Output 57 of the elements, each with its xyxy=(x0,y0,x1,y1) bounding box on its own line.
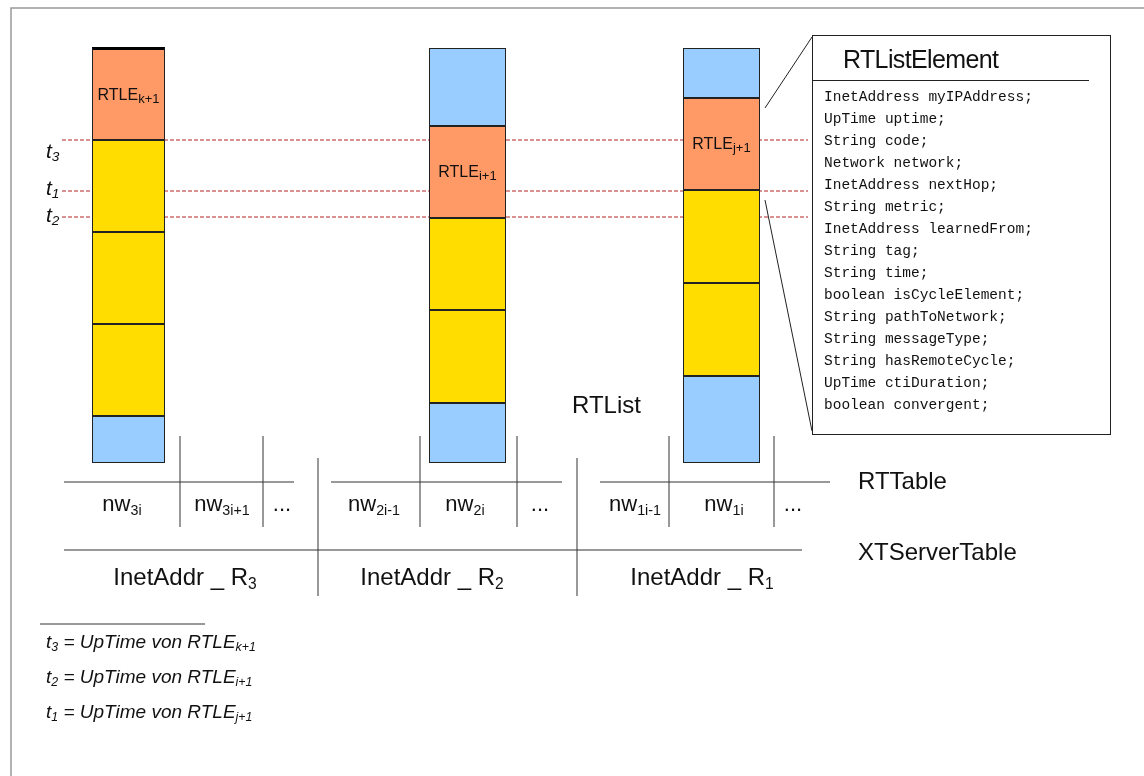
attribute-line: String tag; xyxy=(824,242,921,261)
table-cell-text: nw$_{2i-1}$ xyxy=(348,490,400,518)
table-cell-text: InetAddr _ R$_{1}$ xyxy=(630,562,774,592)
table-cell-text: nw$_{1i}$ xyxy=(704,490,744,518)
attribute-line: String metric; xyxy=(824,198,947,217)
attribute-line: String code; xyxy=(824,132,930,151)
table-cell-text: InetAddr _ R$_{3}$ xyxy=(113,562,257,592)
attribute-line: InetAddress learnedFrom; xyxy=(824,220,1033,239)
table-cell-text: nw$_{3i+1}$ xyxy=(194,490,250,518)
time-marker-label: t$_{3}$ xyxy=(46,138,60,165)
attribute-line: String time; xyxy=(824,264,930,283)
list-element-segment xyxy=(683,98,760,190)
list-element-segment xyxy=(429,310,506,403)
time-marker-label: t$_{1}$ xyxy=(46,175,60,202)
legend-note: t$_{1}$ = UpTime von RTLE$_{j+1}$ xyxy=(46,700,253,724)
attribute-line: String hasRemoteCycle; xyxy=(824,352,1017,371)
table-cell-text: ... xyxy=(783,490,803,518)
attribute-line: UpTime ctiDuration; xyxy=(824,374,991,393)
attribute-line: boolean isCycleElement; xyxy=(824,286,1026,305)
attribute-line: UpTime uptime; xyxy=(824,110,947,129)
segment-label: RTLE$_{k+1}$ xyxy=(97,84,160,107)
segment-label: RTLE$_{j+1}$ xyxy=(692,134,751,156)
list-element-segment xyxy=(683,48,760,98)
legend-note: t$_{3}$ = UpTime von RTLE$_{k+1}$ xyxy=(46,630,256,654)
list-element-segment xyxy=(429,403,506,463)
list-element-segment xyxy=(683,283,760,376)
list-element-segment xyxy=(92,140,165,232)
attribute-line: InetAddress nextHop; xyxy=(824,176,1000,195)
zoom-line xyxy=(764,36,813,109)
table-cell-text: nw$_{2i}$ xyxy=(445,490,485,518)
table-cell-text: nw$_{3i}$ xyxy=(102,490,142,518)
list-element-segment xyxy=(683,190,760,283)
list-label: RTList xyxy=(572,390,641,420)
attribute-line: String pathToNetwork; xyxy=(824,308,1008,327)
legend-note: t$_{2}$ = UpTime von RTLE$_{i+1}$ xyxy=(46,665,253,689)
table-label: XTServerTable xyxy=(858,537,1017,567)
list-element-segment xyxy=(92,47,165,140)
attribute-line: InetAddress myIPAddress; xyxy=(824,88,1033,107)
class-box xyxy=(812,35,1111,435)
table-cell-text: nw$_{1i-1}$ xyxy=(609,490,661,518)
list-element-segment xyxy=(429,48,506,126)
list-element-segment xyxy=(429,126,506,218)
attribute-line: String messageType; xyxy=(824,330,991,349)
list-element-segment xyxy=(92,416,165,463)
table-cell-text: ... xyxy=(530,490,550,518)
attribute-line: boolean convergent; xyxy=(824,396,991,415)
segment-label: RTLE$_{i+1}$ xyxy=(438,162,497,184)
table-label: RTTable xyxy=(858,466,947,496)
list-element-segment xyxy=(92,232,165,324)
class-name: RTListElement xyxy=(843,44,999,75)
table-cell-text: ... xyxy=(272,490,292,518)
attribute-line: Network network; xyxy=(824,154,965,173)
time-marker-label: t$_{2}$ xyxy=(46,202,60,229)
list-element-segment xyxy=(429,218,506,310)
list-element-segment xyxy=(92,324,165,416)
table-cell-text: InetAddr _ R$_{2}$ xyxy=(360,562,504,592)
list-element-segment xyxy=(683,376,760,463)
